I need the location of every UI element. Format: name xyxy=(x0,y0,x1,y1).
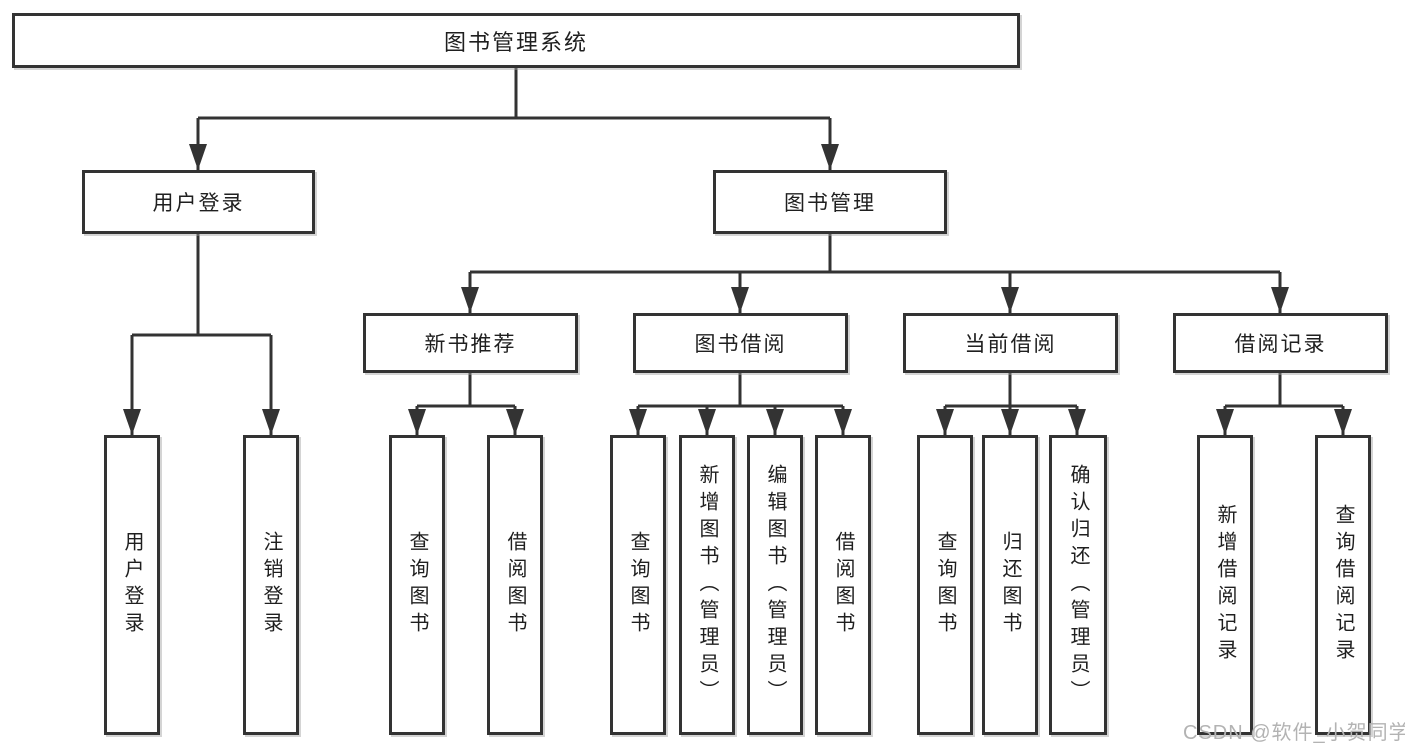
node-label: 图书管理系统 xyxy=(443,29,588,55)
node-label: 用户登录 xyxy=(152,192,245,215)
leaf-query-books-current: 查询图书 xyxy=(917,435,973,735)
node-label: 查询图书 xyxy=(627,531,649,639)
leaf-return-books: 归还图书 xyxy=(982,435,1038,735)
node-label: 图书借阅 xyxy=(694,333,787,356)
node-borrow-records: 借阅记录 xyxy=(1173,313,1388,373)
node-current-borrow: 当前借阅 xyxy=(903,313,1118,373)
leaf-add-borrow-record: 新增借阅记录 xyxy=(1197,435,1253,735)
node-label: 归还图书 xyxy=(999,531,1021,639)
node-label: 查询借阅记录 xyxy=(1332,504,1354,666)
node-user-login: 用户登录 xyxy=(82,170,315,234)
leaf-query-books-borrow: 查询图书 xyxy=(610,435,666,735)
node-label: 新增图书（管理员） xyxy=(696,463,718,707)
node-label: 确认归还（管理员） xyxy=(1067,463,1089,707)
node-label: 查询图书 xyxy=(406,531,428,639)
node-new-book-recommend: 新书推荐 xyxy=(363,313,578,373)
node-label: 图书管理 xyxy=(784,192,876,215)
leaf-edit-books-admin: 编辑图书（管理员） xyxy=(747,435,803,735)
csdn-watermark: CSDN @软件_小贺同学 xyxy=(1183,722,1405,744)
leaf-confirm-return-admin: 确认归还（管理员） xyxy=(1049,435,1107,735)
leaf-logout: 注销登录 xyxy=(243,435,299,735)
node-book-management: 图书管理 xyxy=(713,170,947,234)
node-book-borrow: 图书借阅 xyxy=(633,313,848,373)
leaf-borrow-books-recommend: 借阅图书 xyxy=(487,435,543,735)
node-label: 注销登录 xyxy=(260,531,282,639)
node-label: 当前借阅 xyxy=(964,333,1057,356)
node-label: 借阅记录 xyxy=(1234,333,1327,356)
node-label: 查询图书 xyxy=(934,531,956,639)
node-label: 编辑图书（管理员） xyxy=(764,463,786,707)
node-label: 借阅图书 xyxy=(832,531,854,639)
leaf-borrow-books: 借阅图书 xyxy=(815,435,871,735)
node-label: 借阅图书 xyxy=(504,531,526,639)
leaf-add-books-admin: 新增图书（管理员） xyxy=(679,435,735,735)
leaf-query-borrow-record: 查询借阅记录 xyxy=(1315,435,1371,735)
leaf-query-books-recommend: 查询图书 xyxy=(389,435,445,735)
leaf-user-login: 用户登录 xyxy=(104,435,160,735)
node-label: 新书推荐 xyxy=(424,333,517,356)
node-label: 新增借阅记录 xyxy=(1214,504,1236,666)
node-library-management-system: 图书管理系统 xyxy=(12,13,1020,68)
node-label: 用户登录 xyxy=(121,531,143,639)
